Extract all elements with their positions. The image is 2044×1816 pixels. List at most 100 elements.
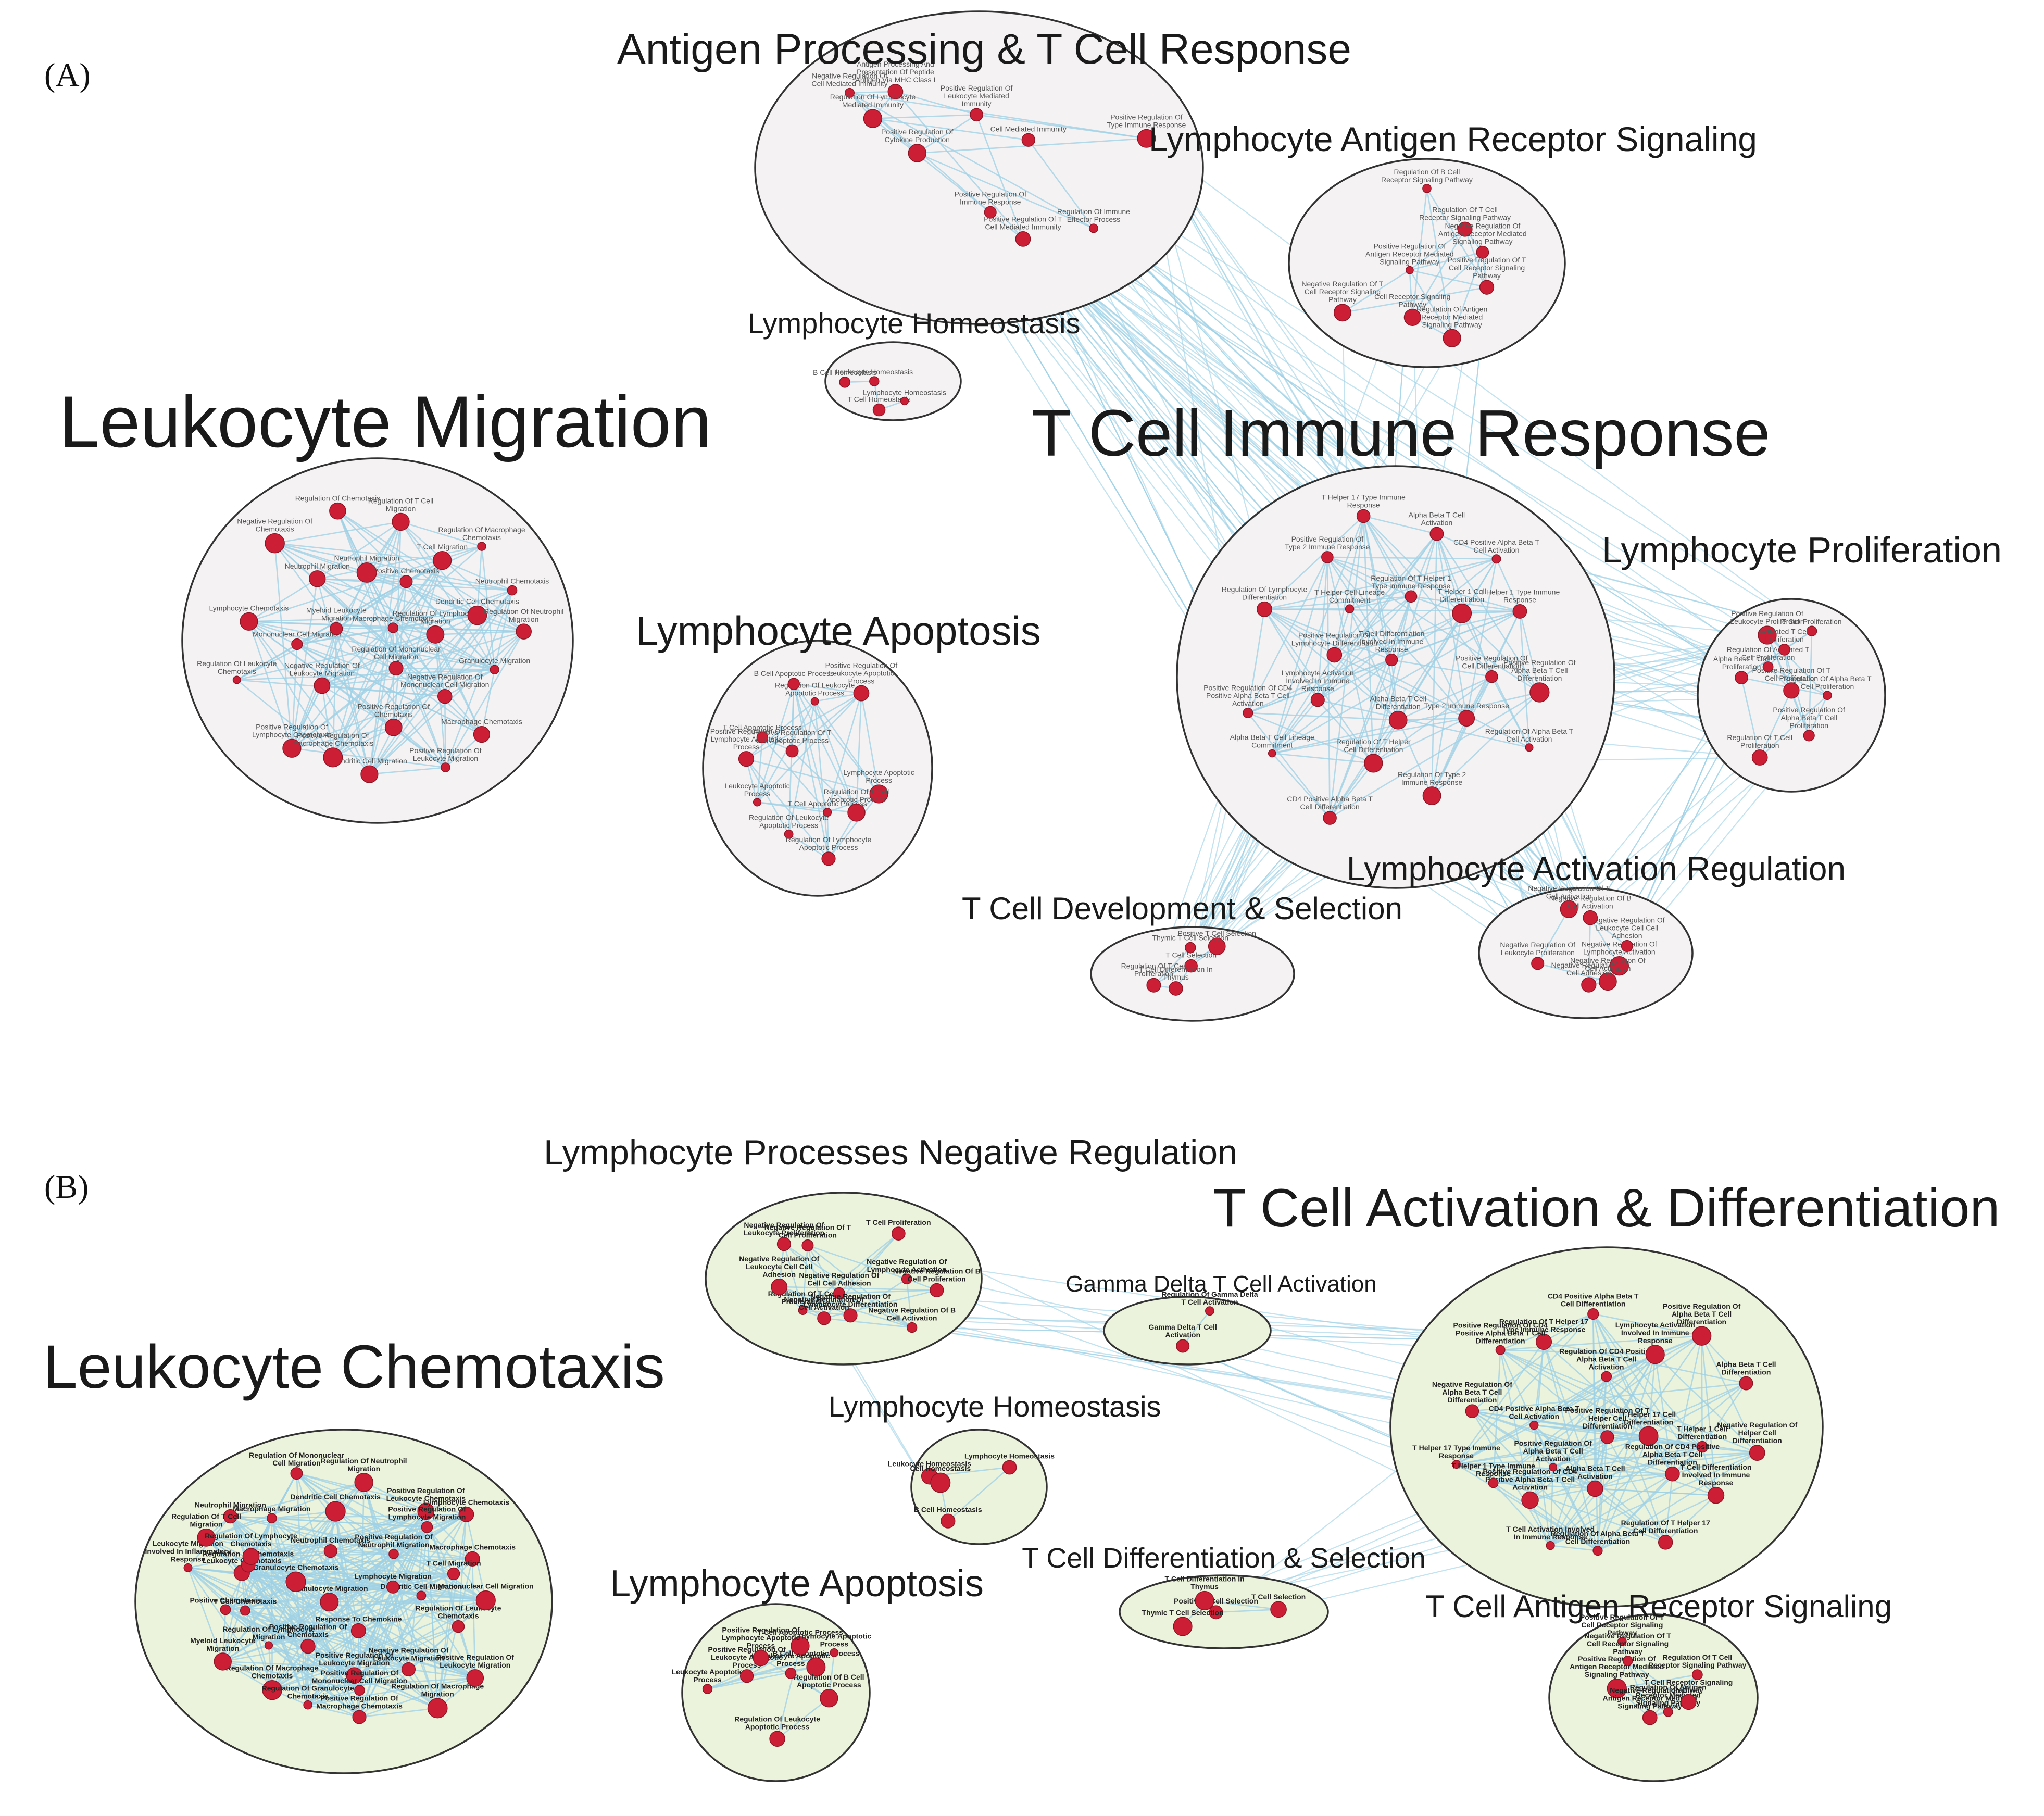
- node-marker[interactable]: [1751, 749, 1768, 766]
- node-marker[interactable]: [1778, 643, 1790, 656]
- node-marker[interactable]: [320, 1593, 339, 1612]
- node-dendritic-cell-chemotaxis[interactable]: Dendritic Cell Chemotaxis: [435, 597, 519, 625]
- node-marker[interactable]: [891, 1226, 906, 1241]
- node-marker[interactable]: [1146, 978, 1161, 993]
- node-marker[interactable]: [1185, 942, 1196, 954]
- node-marker[interactable]: [437, 688, 453, 704]
- node-granulocyte-migration[interactable]: Granulocyte Migration: [459, 656, 530, 674]
- node-marker[interactable]: [753, 798, 762, 807]
- node-marker[interactable]: [1429, 527, 1444, 541]
- node-lymphocyte-chemotaxis[interactable]: Lymphocyte Chemotaxis: [423, 1498, 509, 1522]
- node-marker[interactable]: [1021, 133, 1035, 147]
- node-t-cell-migration[interactable]: T Cell Migration: [427, 1559, 481, 1581]
- node-response-to-chemokine[interactable]: Response To Chemokine: [315, 1615, 402, 1638]
- node-marker[interactable]: [887, 84, 904, 99]
- node-marker[interactable]: [1333, 304, 1351, 322]
- node-marker[interactable]: [1581, 977, 1597, 993]
- node-marker[interactable]: [1176, 1339, 1190, 1353]
- node-marker[interactable]: [1205, 1306, 1214, 1316]
- node-marker[interactable]: [823, 808, 832, 817]
- node-marker[interactable]: [1323, 811, 1337, 825]
- node-marker[interactable]: [387, 622, 399, 633]
- node-type-2-immune-response[interactable]: Type 2 Immune Response: [1424, 702, 1509, 727]
- node-marker[interactable]: [265, 533, 285, 554]
- node-marker[interactable]: [839, 377, 850, 388]
- node-marker[interactable]: [1422, 786, 1441, 805]
- node-marker[interactable]: [465, 1551, 480, 1567]
- node-marker[interactable]: [1458, 710, 1475, 727]
- node-marker[interactable]: [388, 661, 404, 676]
- node-marker[interactable]: [970, 108, 983, 122]
- node-b-cell-homeostasis[interactable]: B Cell Homeostasis: [813, 368, 876, 388]
- node-marker[interactable]: [1600, 1430, 1614, 1444]
- node-marker[interactable]: [392, 512, 410, 531]
- node-marker[interactable]: [1638, 1426, 1659, 1446]
- node-marker[interactable]: [352, 1710, 367, 1724]
- node-marker[interactable]: [490, 665, 499, 674]
- node-marker[interactable]: [1173, 1617, 1193, 1636]
- node-marker[interactable]: [1599, 972, 1617, 991]
- node-marker[interactable]: [863, 109, 883, 128]
- node-marker[interactable]: [1208, 937, 1226, 956]
- node-marker[interactable]: [223, 1509, 238, 1524]
- node-macrophage-chemotaxis[interactable]: Macrophage Chemotaxis: [429, 1543, 516, 1567]
- node-marker[interactable]: [930, 1283, 944, 1297]
- node-marker[interactable]: [1451, 1460, 1461, 1469]
- node-marker[interactable]: [830, 1648, 839, 1657]
- node-marker[interactable]: [869, 784, 888, 804]
- node-marker[interactable]: [1476, 245, 1489, 259]
- node-t-cell-apoptotic-process[interactable]: T Cell Apoptotic Process: [723, 723, 802, 744]
- node-marker[interactable]: [1663, 1707, 1673, 1717]
- node-t-cell-apoptotic-process[interactable]: T Cell Apoptotic Process: [788, 799, 867, 817]
- node-marker[interactable]: [787, 678, 800, 690]
- node-marker[interactable]: [1345, 604, 1355, 613]
- node-marker[interactable]: [1529, 1420, 1539, 1430]
- node-marker[interactable]: [1546, 1541, 1555, 1550]
- node-marker[interactable]: [776, 1237, 791, 1251]
- node-marker[interactable]: [869, 376, 880, 386]
- node-marker[interactable]: [853, 685, 870, 702]
- node-marker[interactable]: [1587, 1308, 1599, 1320]
- node-marker[interactable]: [1405, 590, 1418, 603]
- node-marker[interactable]: [360, 765, 379, 783]
- node-marker[interactable]: [1531, 957, 1545, 970]
- node-marker[interactable]: [844, 87, 855, 98]
- node-marker[interactable]: [477, 542, 486, 551]
- node-marker[interactable]: [475, 1590, 496, 1611]
- node-marker[interactable]: [421, 1521, 433, 1533]
- node-marker[interactable]: [1607, 1679, 1627, 1699]
